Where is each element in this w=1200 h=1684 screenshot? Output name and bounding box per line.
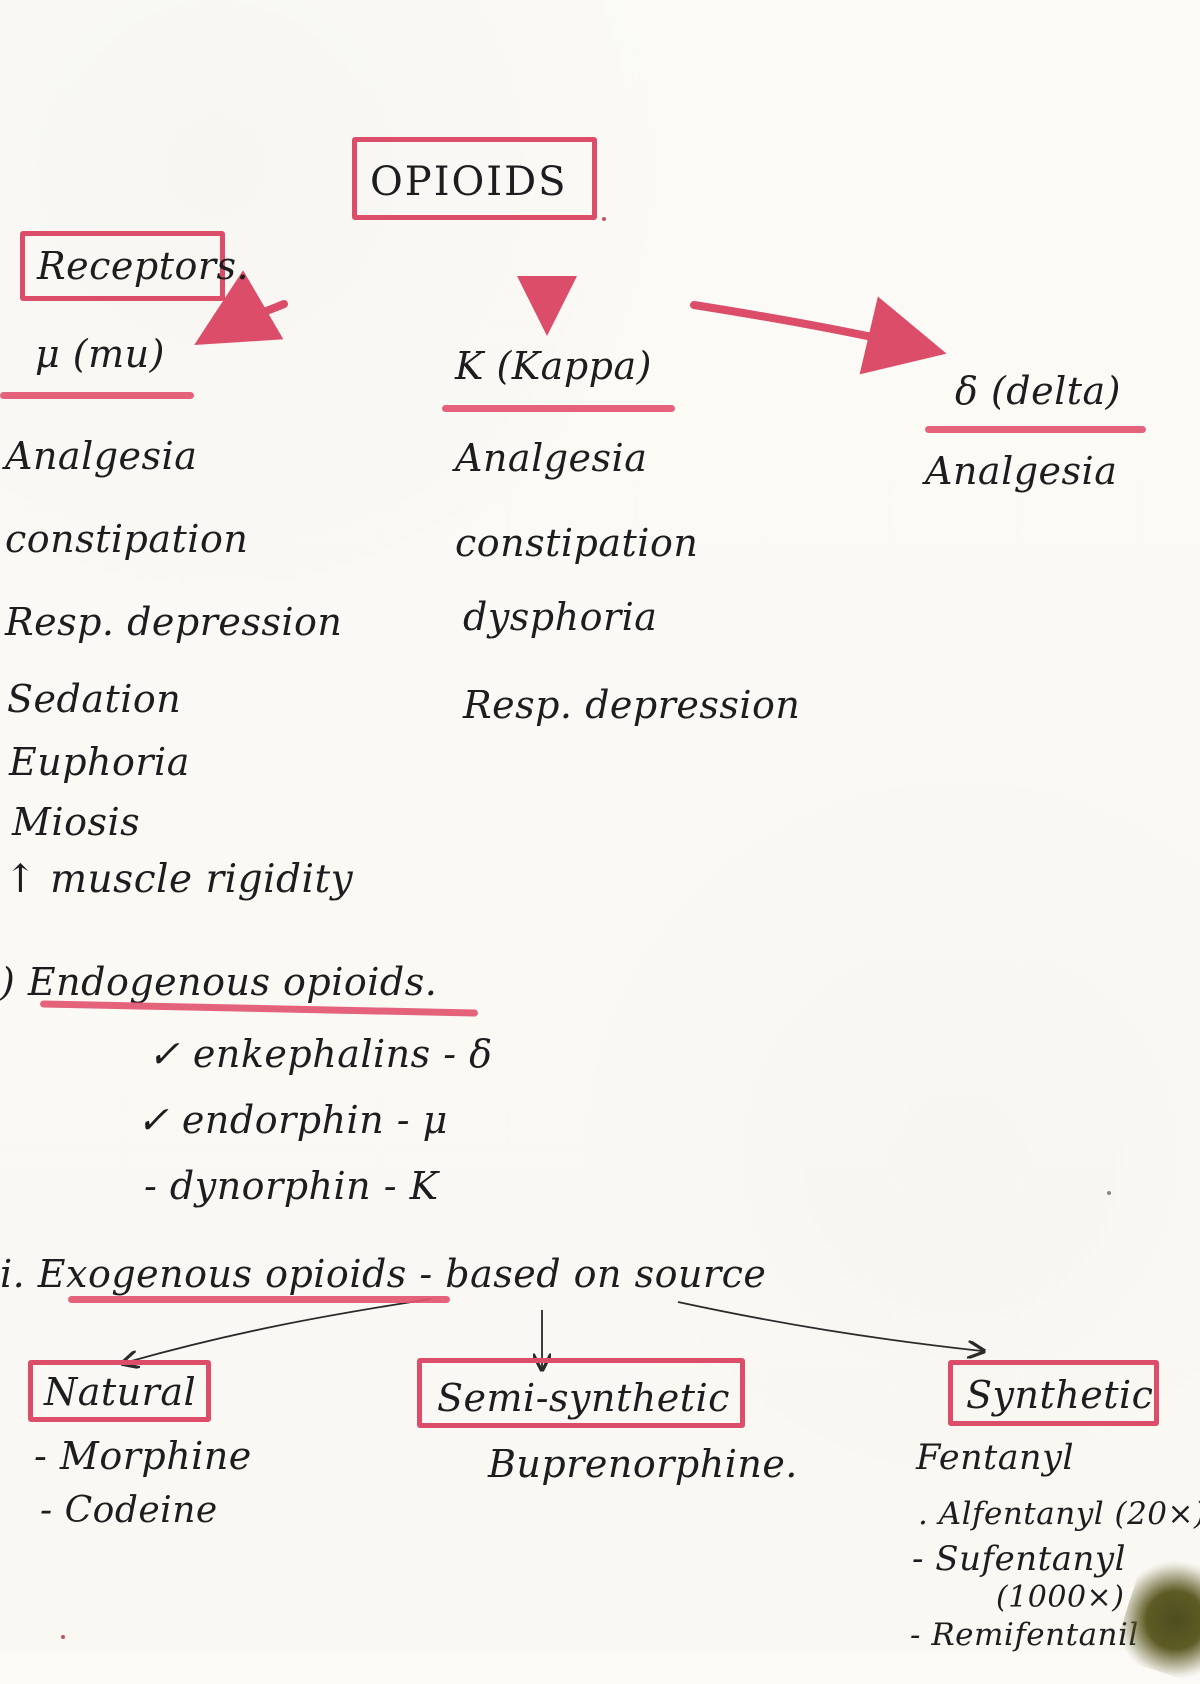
exogenous-heading: i. Exogenous opioids - based on source <box>0 1252 767 1296</box>
natural-item-1: - Morphine <box>34 1434 252 1478</box>
kappa-effect-2: constipation <box>455 521 699 565</box>
synthetic-item-5: - Remifentanil <box>910 1617 1139 1653</box>
synthetic-item-3: - Sufentanyl <box>912 1539 1127 1579</box>
page-title: OPIOIDS <box>370 159 568 205</box>
mu-effect-2: constipation <box>5 517 249 561</box>
arrow-to-delta <box>690 296 947 375</box>
ink-dot-2 <box>61 1635 65 1639</box>
synthetic-label: Synthetic <box>966 1373 1154 1417</box>
synthetic-item-2: . Alfentanyl (20×) <box>918 1496 1200 1532</box>
receptors-label: Receptors. <box>37 244 250 288</box>
kappa-effect-4: Resp. depression <box>463 683 801 727</box>
synthetic-item-1: Fentanyl <box>916 1438 1075 1478</box>
synthetic-item-4: (1000×) <box>996 1580 1125 1615</box>
kappa-heading: K (Kappa) <box>455 344 652 388</box>
mu-effect-6: Miosis <box>12 800 141 844</box>
synthetic-box <box>948 1360 1159 1426</box>
endogenous-item-1: ✓ enkephalins - δ <box>148 1032 493 1076</box>
kappa-effect-3: dysphoria <box>463 595 658 639</box>
mu-effect-1: Analgesia <box>5 434 198 478</box>
mu-underline <box>0 392 194 399</box>
arrow-to-natural <box>124 1298 432 1363</box>
ink-dot-3 <box>1107 1191 1111 1195</box>
title-box <box>352 137 597 220</box>
mu-heading: μ (mu) <box>35 332 165 376</box>
delta-underline <box>925 426 1146 433</box>
ink-dot-1 <box>602 217 606 221</box>
endogenous-item-3: - dynorphin - K <box>144 1164 439 1208</box>
kappa-effect-1: Analgesia <box>455 436 648 480</box>
arrow-to-synthetic <box>677 1301 982 1351</box>
semisynthetic-box <box>417 1358 745 1428</box>
receptors-box <box>20 231 225 301</box>
endogenous-heading: ) Endogenous opioids. <box>0 960 438 1004</box>
semisynthetic-label: Semi-synthetic <box>437 1376 730 1420</box>
mu-effect-4: Sedation <box>7 677 182 721</box>
endogenous-item-2: ✓ endorphin - μ <box>137 1098 448 1142</box>
natural-box <box>28 1360 211 1422</box>
semisynthetic-item-1: Buprenorphine. <box>488 1442 798 1486</box>
mu-effect-5: Euphoria <box>9 740 190 784</box>
kappa-underline <box>442 405 675 412</box>
natural-label: Natural <box>44 1370 197 1414</box>
delta-effect-1: Analgesia <box>925 449 1118 493</box>
exogenous-underline <box>68 1296 450 1303</box>
natural-item-2: - Codeine <box>40 1490 218 1531</box>
mu-effect-3: Resp. depression <box>5 600 343 644</box>
arrow-to-mu <box>194 270 288 346</box>
mu-effect-7: ↑ muscle rigidity <box>4 857 354 902</box>
delta-heading: δ (delta) <box>955 369 1121 413</box>
